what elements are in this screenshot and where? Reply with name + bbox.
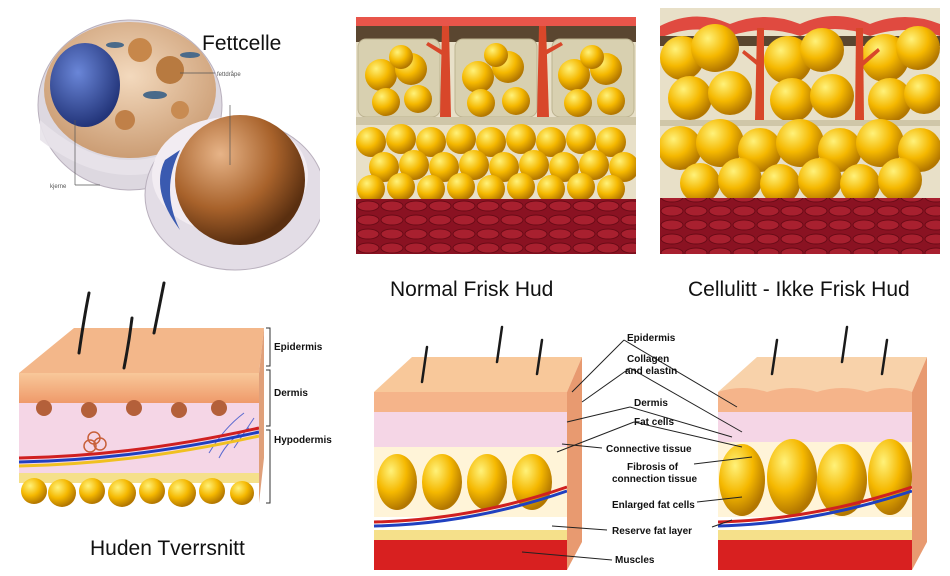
cellulite-skin-block [717,325,927,570]
normal-skin-block [373,325,582,570]
label-enlarged-fat-cells: Enlarged fat cells [612,500,695,511]
cross-section-illustration: Epidermis Dermis Hypodermis [18,281,332,507]
droplet-label: fettdråpe [217,71,241,78]
cellulite-skin-title: Cellulitt - Ikke Frisk Hud [688,278,910,301]
cell-organelles [37,19,223,191]
fat-cell-panel: fettdråpe kjerne Fettcelle [30,10,320,275]
normal-fat-cells-lower [356,124,636,203]
cross-section-panel: Epidermis Dermis Hypodermis [14,278,344,513]
fat-cell-illustration: fettdråpe kjerne [37,19,320,271]
nucleus-label: kjerne [50,184,67,190]
cellulite-skin-illustration [660,8,940,254]
layer-hypodermis-label: Hypodermis [274,435,332,446]
label-muscles: Muscles [615,555,655,566]
fat-cell-title: Fettcelle [202,32,282,55]
cell-with-fat-droplet [144,115,320,271]
cellulite-connective-tissue [742,28,880,120]
cellulite-skin-panel [660,8,940,254]
label-connective-tissue: Connective tissue [606,444,692,455]
normal-skin-title: Normal Frisk Hud [390,278,554,301]
label-collagen: Collagen [627,354,669,365]
normal-fat-cells-upper [365,43,625,117]
label-reserve-fat-layer: Reserve fat layer [612,526,692,537]
comparison-illustration: Epidermis Collagen and elastin Dermis Fa… [373,325,927,570]
normal-skin-panel [356,17,636,254]
cross-section-title: Huden Tverrsnitt [90,537,245,560]
label-dermis: Dermis [634,398,668,409]
normal-connective-tissue [426,26,563,117]
cellulite-muscle-layer [660,198,940,254]
comparison-panel: Epidermis Collagen and elastin Dermis Fa… [372,312,940,572]
nucleus-small [50,43,120,127]
hypodermis-fat [21,478,254,507]
cellulite-enlarged-fat-upper [660,24,940,122]
layer-dermis-label: Dermis [274,388,308,399]
label-fat-cells: Fat cells [634,417,674,428]
normal-muscle-layer [356,199,636,254]
label-connection-tissue: connection tissue [612,474,697,485]
layer-epidermis-label: Epidermis [274,342,323,353]
fat-droplet [175,115,305,245]
label-fibrosis-of: Fibrosis of [627,462,679,473]
callout-lines [521,339,753,561]
normal-skin-illustration [356,17,636,254]
label-and-elastin: and elastin [625,366,677,377]
label-epidermis: Epidermis [627,333,676,344]
cellulite-enlarged-fat-lower [660,119,940,204]
